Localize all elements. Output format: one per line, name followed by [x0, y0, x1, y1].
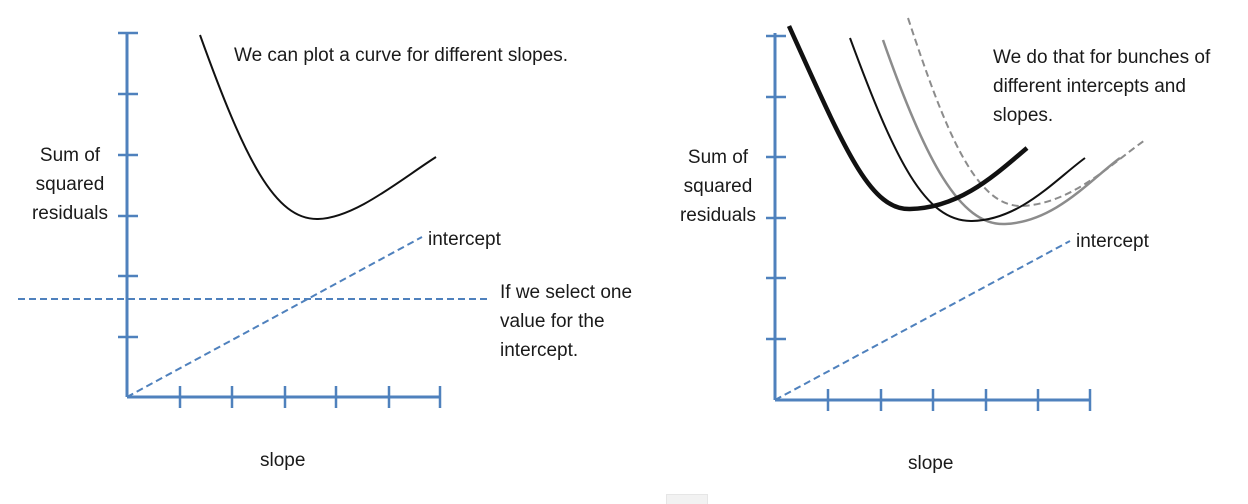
right-intercept-line: [774, 240, 1071, 401]
y-label-line: squared: [683, 176, 753, 197]
right-curve-gray: [881, 39, 1121, 226]
left-curve-annotation: We can plot a curve for different slopes…: [234, 45, 569, 66]
right-annotation: We do that for bunches of different inte…: [993, 43, 1233, 130]
left-intercept-line: [126, 236, 423, 398]
right-y-ticks: [766, 34, 786, 341]
left-panel: [18, 31, 487, 408]
annotation-line: value for the: [500, 311, 605, 332]
annotation-line: intercept.: [500, 340, 579, 361]
right-intercept-label: intercept: [1076, 231, 1149, 252]
right-x-ticks: [826, 389, 1092, 411]
annotation-line: If we select one: [500, 282, 633, 303]
annotation-line: different intercepts and: [993, 76, 1186, 97]
right-curve-thick-black: [786, 25, 1029, 212]
right-panel: [766, 17, 1146, 411]
annotation-line: slopes.: [993, 105, 1054, 126]
right-curve-thin-black: [849, 37, 1086, 223]
left-y-axis-label: Sum of squared residuals: [15, 141, 125, 228]
right-x-axis-label: slope: [908, 453, 954, 474]
y-label-line: squared: [35, 174, 105, 195]
left-x-ticks: [178, 386, 442, 408]
right-y-axis-label: Sum of squared residuals: [663, 143, 773, 230]
left-y-ticks: [118, 31, 138, 339]
y-label-line: residuals: [679, 205, 757, 226]
left-intercept-label: intercept: [428, 229, 501, 250]
left-x-axis-label: slope: [260, 450, 306, 471]
y-label-line: Sum of: [39, 145, 101, 166]
y-label-line: residuals: [31, 203, 109, 224]
left-select-annotation: If we select one value for the intercept…: [500, 278, 700, 365]
annotation-line: We do that for bunches of: [993, 47, 1211, 68]
y-label-line: Sum of: [687, 147, 749, 168]
left-ssr-curve: [199, 34, 437, 221]
slide-control-stub: [666, 494, 708, 504]
